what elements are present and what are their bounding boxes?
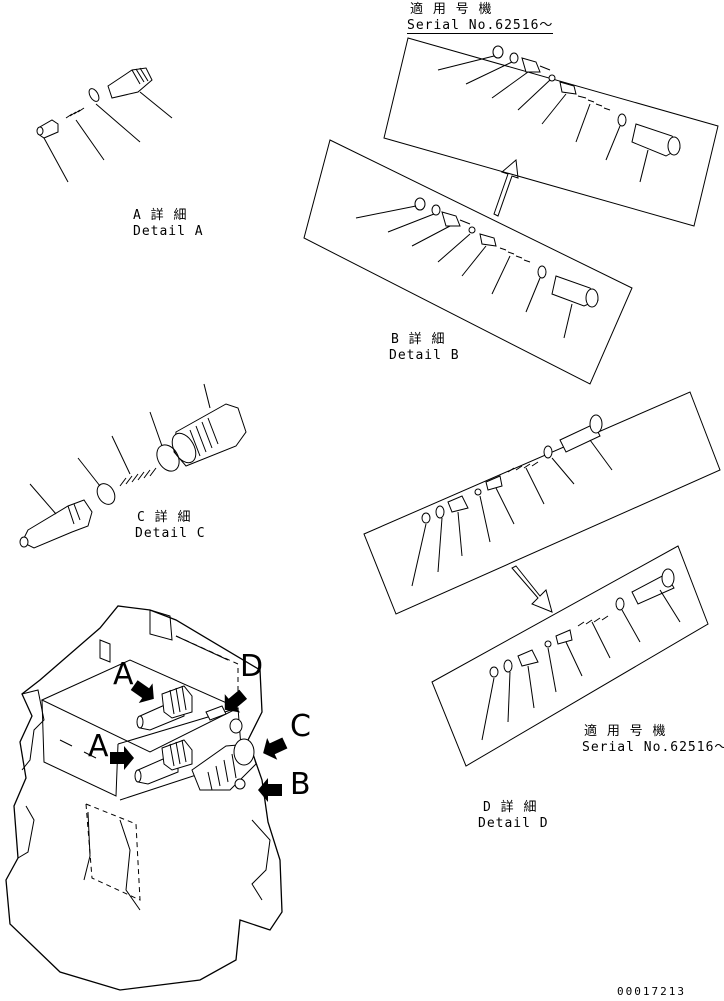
- detail-b-lower-panel: [303, 139, 633, 385]
- serial-bottom-en: Serial No.62516～: [582, 740, 724, 755]
- detail-d-upper-panel: [363, 391, 721, 615]
- detail-d-title-en: Detail D: [478, 816, 549, 831]
- detail-b-title-en: Detail B: [389, 348, 460, 363]
- detail-c-parts: [19, 383, 247, 549]
- drawing-number: 00017213: [617, 985, 686, 998]
- detail-a-title-jp: A 詳 細: [133, 208, 188, 223]
- detail-a-title-en: Detail A: [133, 224, 204, 239]
- callout-a-lower: A: [88, 729, 109, 764]
- callout-b: B: [290, 767, 311, 802]
- valve-assembly-drawing: [5, 605, 288, 991]
- callout-c: C: [290, 709, 311, 744]
- detail-b-title-jp: B 詳 細: [391, 332, 446, 347]
- serial-top-en: Serial No.62516～: [407, 18, 554, 34]
- callout-d: D: [240, 649, 264, 684]
- detail-c-title-en: Detail C: [135, 526, 206, 541]
- detail-c-title-jp: C 詳 細: [137, 510, 192, 525]
- serial-bottom-jp: 適 用 号 機: [584, 724, 667, 739]
- detail-b-upper-panel: [383, 37, 719, 227]
- detail-d-title-jp: D 詳 細: [483, 800, 538, 815]
- detail-a-parts: [36, 67, 173, 183]
- detail-d-lower-panel: [431, 545, 709, 767]
- serial-top-jp: 適 用 号 機: [410, 2, 493, 17]
- callout-a-upper: A: [113, 657, 134, 692]
